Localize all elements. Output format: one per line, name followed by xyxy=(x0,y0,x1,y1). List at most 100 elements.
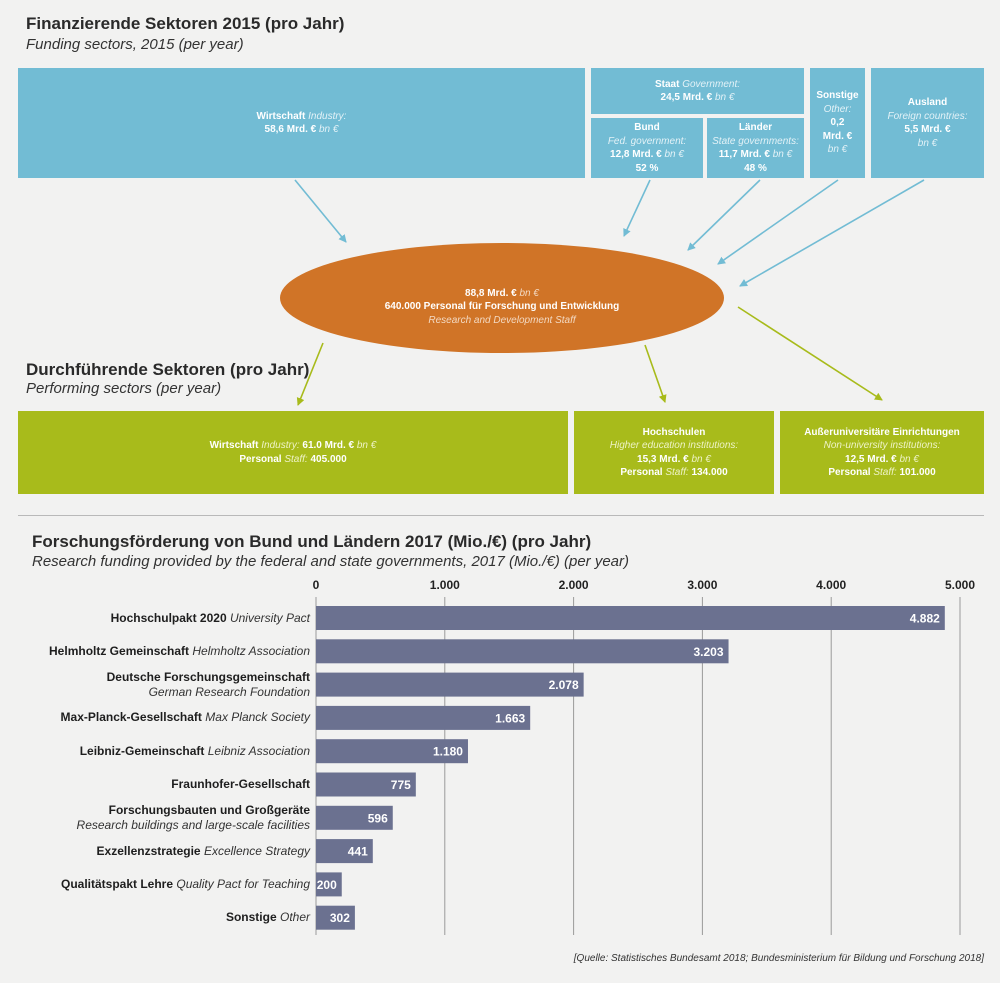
category-label-de: Helmholtz Gemeinschaft xyxy=(49,643,190,658)
flow-diagram xyxy=(280,179,925,406)
label-de: Länder xyxy=(738,122,773,133)
category-label-en: Max Planck Society xyxy=(205,710,310,725)
tick-label: 1.000 xyxy=(430,578,460,592)
category-label-de: Sonstige xyxy=(225,910,277,925)
funding-sectors-subtitle: Funding sectors, 2015 (per year) xyxy=(26,36,244,53)
bar xyxy=(316,739,468,764)
value: 61.0 Mrd. € xyxy=(302,440,355,451)
label-en: Industry: xyxy=(261,440,300,451)
arrow-laender xyxy=(687,179,761,251)
category-label-de: Forschungsbauten und Großgeräte xyxy=(108,802,310,817)
value: 12,8 Mrd. € xyxy=(610,149,662,160)
category-label: Hochschulpakt 2020 University Pact xyxy=(111,611,310,626)
category-label: Max-Planck-Gesellschaft Max Planck Socie… xyxy=(61,710,310,725)
label-en: Fed. government: xyxy=(607,135,687,147)
value: 58,6 Mrd. € xyxy=(264,124,317,135)
section-divider xyxy=(18,515,984,516)
category-label-en: Research buildings and large-scale facil… xyxy=(76,817,310,832)
bar xyxy=(316,805,393,830)
unit-en: bn € xyxy=(827,144,848,156)
staff-de: Personal xyxy=(620,467,663,478)
funding-chart-title: Forschungsförderung von Bund und Ländern… xyxy=(32,532,592,551)
category-label-en: Excellence Strategy xyxy=(203,843,310,858)
unit-en: bn € xyxy=(319,124,339,135)
funding-sectors-title: Finanzierende Sektoren 2015 (pro Jahr) xyxy=(26,14,345,33)
category-label-de: Leibniz-Gemeinschaft xyxy=(79,743,205,758)
value-label: 200 xyxy=(317,878,337,892)
category-label-de: Max-Planck-Gesellschaft xyxy=(60,710,202,725)
value: 15,3 Mrd. € xyxy=(637,453,689,465)
staff-en: Staff: xyxy=(665,467,689,478)
unit-en: bn € xyxy=(899,453,919,465)
value-line1: 0,2 xyxy=(830,117,845,129)
tick-label: 0 xyxy=(313,578,320,592)
unit-en: bn € xyxy=(917,137,938,149)
value: 12,5 Mrd. € xyxy=(845,453,897,465)
unit-en: bn € xyxy=(664,149,684,160)
category-label-en: German Research Foundation xyxy=(148,684,310,699)
total-staff-en: Research and Development Staff xyxy=(428,314,576,326)
label-en: Government: xyxy=(682,78,741,90)
total-value: 88,8 Mrd. € xyxy=(465,287,517,299)
unit-en: bn € xyxy=(772,149,793,160)
total-unit-en: bn € xyxy=(519,287,539,299)
bar xyxy=(316,872,342,897)
label-de: Ausland xyxy=(907,97,948,108)
share: 52 % xyxy=(635,162,659,174)
tick-label: 3.000 xyxy=(687,578,717,592)
staff-de: Personal xyxy=(828,467,871,478)
staff-en: Staff: xyxy=(284,453,308,465)
label-en: State governments: xyxy=(712,135,799,147)
category-label-de: Fraunhofer-Gesellschaft xyxy=(171,777,310,791)
tick-label: 4.000 xyxy=(816,578,846,592)
staff-value: 134.000 xyxy=(691,467,728,478)
label-de: Wirtschaft xyxy=(209,440,259,451)
category-label-de: Qualitätspakt Lehre xyxy=(60,876,174,891)
performing-sectors-title: Durchführende Sektoren (pro Jahr) xyxy=(26,360,310,379)
arrow-sonstige xyxy=(717,179,839,265)
bar xyxy=(316,772,416,797)
value: 5,5 Mrd. € xyxy=(904,124,951,135)
category-label-de: Exzellenzstrategie xyxy=(96,843,201,858)
value-label: 1.180 xyxy=(433,745,463,759)
bar xyxy=(316,705,531,730)
total-ellipse-text: 88,8 Mrd. € bn € 640.000 Personal für Fo… xyxy=(280,262,724,352)
bar xyxy=(316,606,945,630)
label-de: Staat xyxy=(654,78,680,90)
box-wirtschaft-funding: Wirtschaft Industry: 58,6 Mrd. € bn € xyxy=(18,68,585,178)
value-label: 3.203 xyxy=(694,645,724,659)
value: 24,5 Mrd. € xyxy=(660,92,713,103)
value-label: 2.078 xyxy=(549,678,579,692)
category-label: Exzellenzstrategie Excellence Strategy xyxy=(97,844,310,859)
staff-value: 405.000 xyxy=(310,453,347,465)
label-en: Industry: xyxy=(308,110,347,122)
arrow-to-hochschulen xyxy=(644,344,667,403)
category-label-en: Helmholtz Association xyxy=(192,643,310,658)
bar xyxy=(316,639,729,664)
tick-label: 2.000 xyxy=(559,578,589,592)
category-label-en: University Pact xyxy=(229,610,310,625)
unit-en: bn € xyxy=(691,453,711,465)
bar xyxy=(316,905,355,930)
category-label: Sonstige Other xyxy=(226,910,310,925)
bar xyxy=(316,839,373,864)
box-sonstige-funding: Sonstige Other: 0,2 Mrd. € bn € xyxy=(810,68,865,178)
category-label: Helmholtz Gemeinschaft Helmholtz Associa… xyxy=(49,644,310,659)
arrow-ausland xyxy=(739,179,925,287)
staff-de: Personal xyxy=(239,453,282,465)
funding-chart-subtitle: Research funding provided by the federal… xyxy=(32,553,629,570)
category-label: Fraunhofer-Gesellschaft xyxy=(171,777,310,792)
label-de: Sonstige xyxy=(816,90,859,102)
label-en: Other: xyxy=(823,103,852,115)
box-staat: Staat Government: 24,5 Mrd. € bn € xyxy=(591,68,804,114)
category-label: Leibniz-Gemeinschaft Leibniz Association xyxy=(80,744,310,759)
unit-en: bn € xyxy=(356,440,377,451)
label-en: Foreign countries: xyxy=(887,110,968,122)
label-de: Außeruniversitäre Einrichtungen xyxy=(804,426,960,438)
value-label: 596 xyxy=(368,811,388,825)
arrow-to-wirtschaft xyxy=(296,342,324,406)
arrow-wirtschaft xyxy=(294,179,347,243)
